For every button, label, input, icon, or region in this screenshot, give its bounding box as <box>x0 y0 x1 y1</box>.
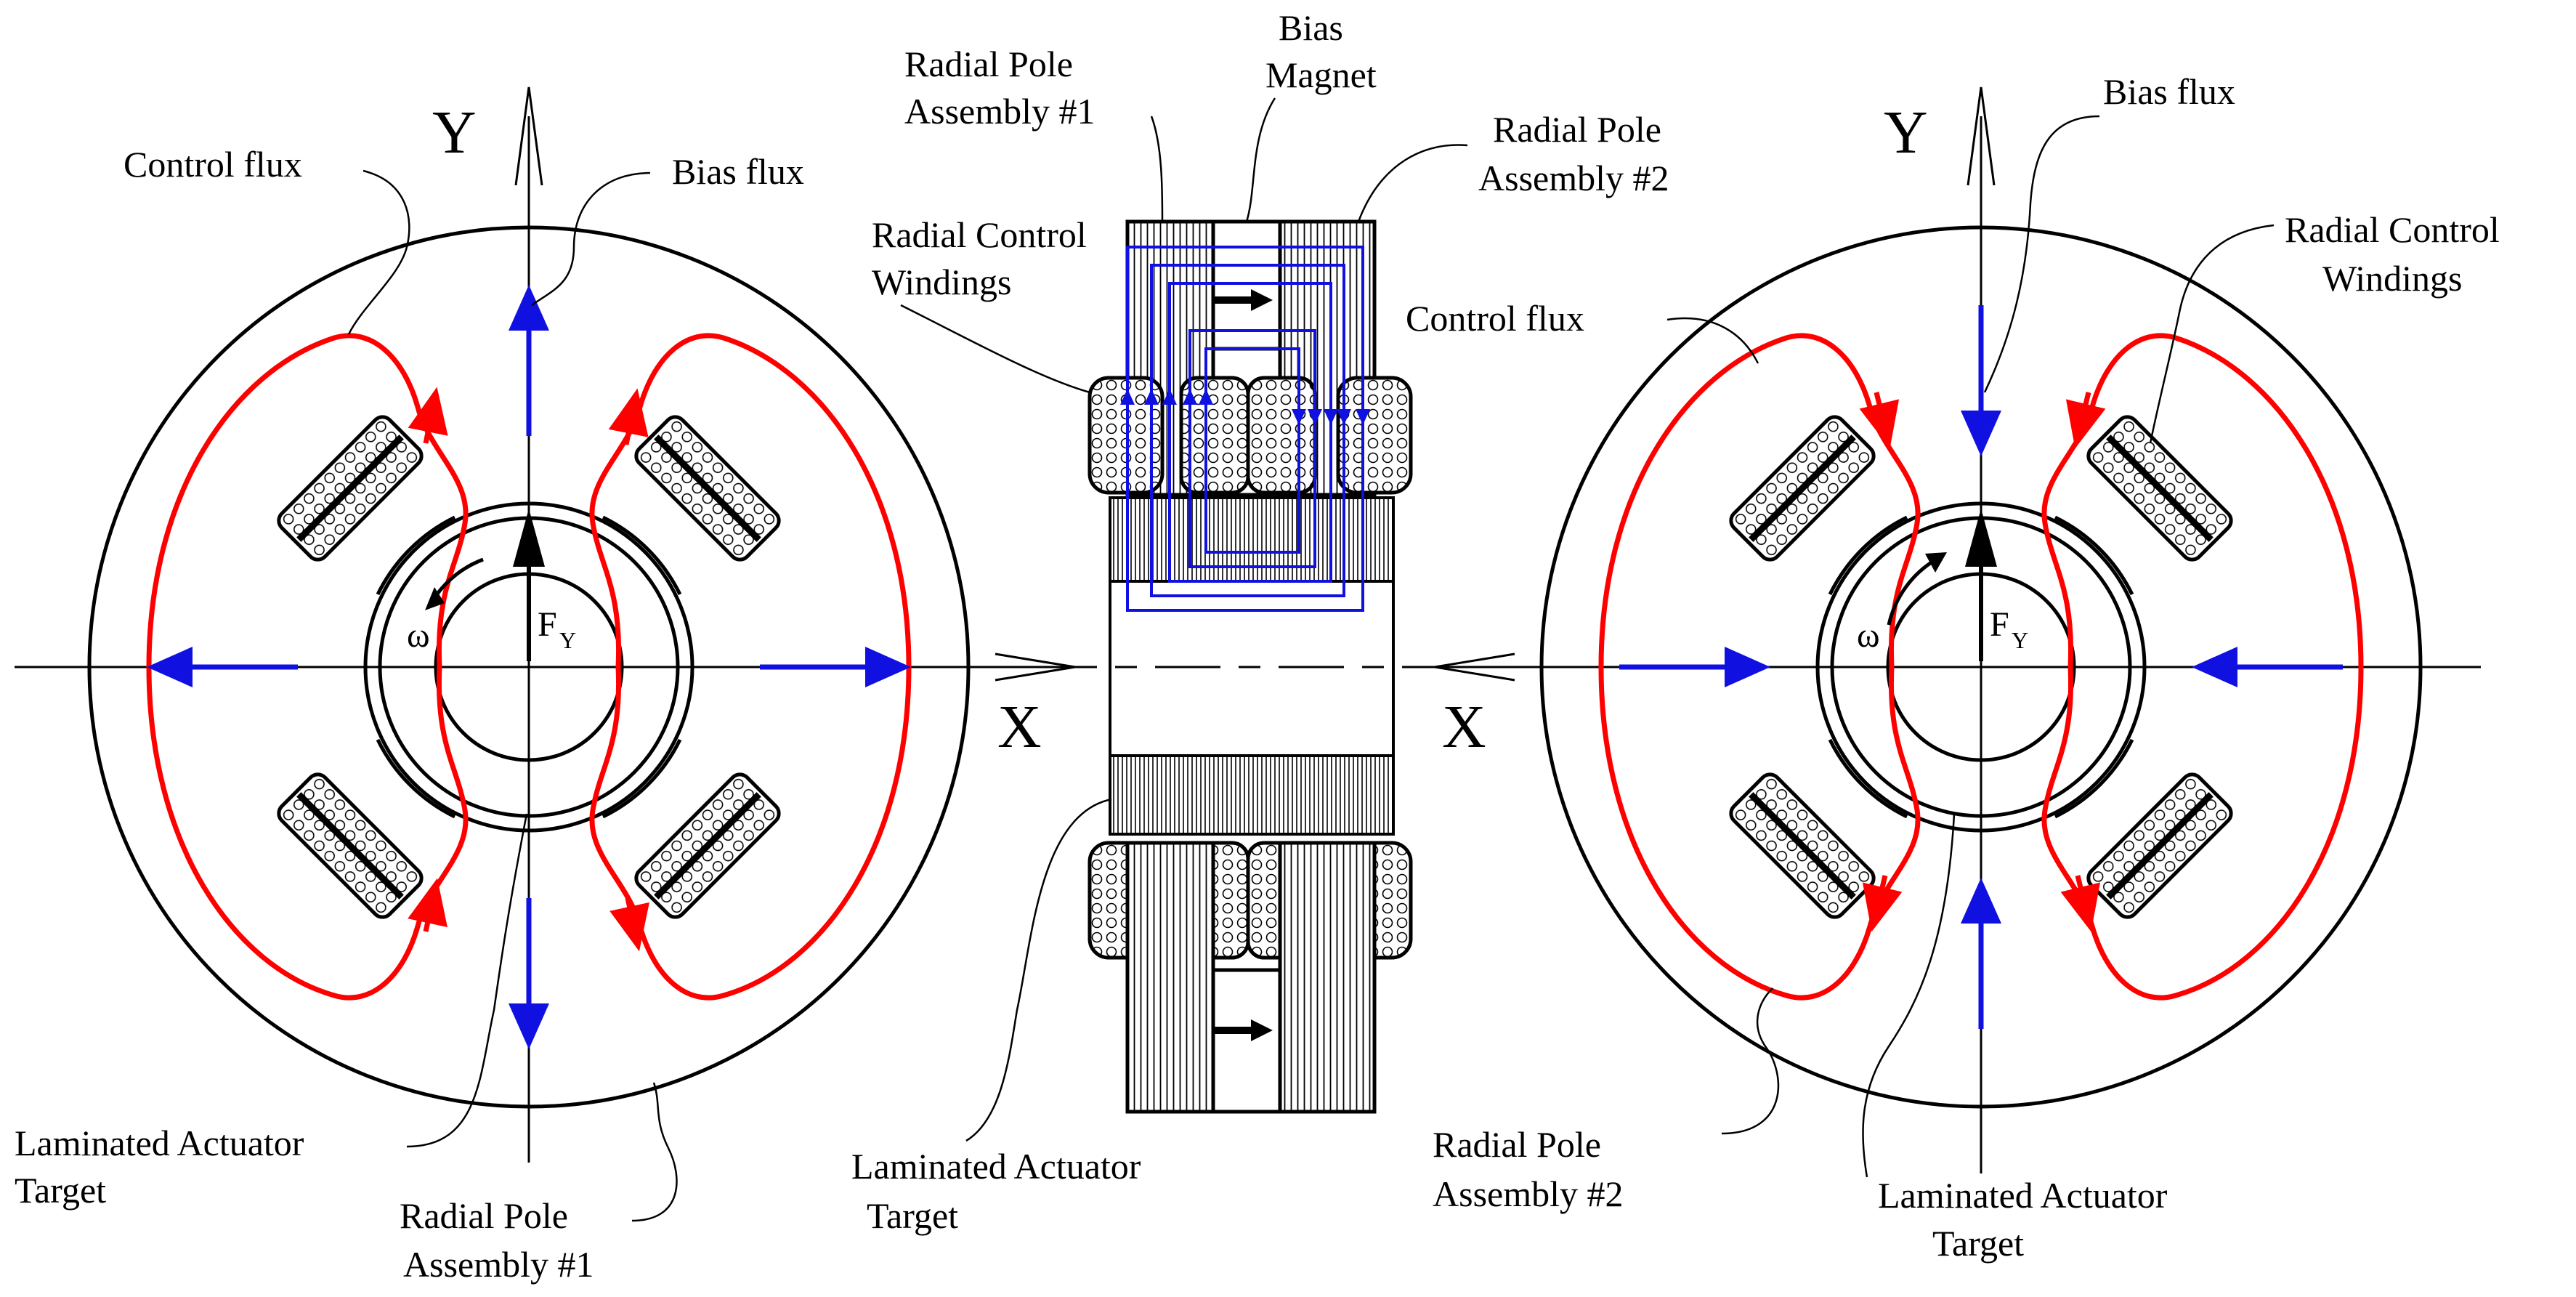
left-cross-section: Y X Control flux Bias flux ω F Y Laminat… <box>15 86 1076 1285</box>
right-force-arrowhead <box>1965 509 1997 567</box>
right-rotation-arrowhead <box>1925 552 1947 573</box>
center-bias-magnet-bottom <box>1211 968 1282 1114</box>
right-stator-outer <box>1539 225 2423 1109</box>
left-target-label-line1: Laminated Actuator <box>15 1123 304 1163</box>
right-control-arrow-ll <box>1862 875 1903 932</box>
left-control-flux-leader <box>347 169 410 335</box>
center-bias-magnet-label-line1: Bias <box>1279 7 1343 48</box>
right-pole-ring <box>1828 515 2134 819</box>
left-rotation-arrowhead <box>425 587 445 610</box>
right-force-label: F <box>1990 605 2009 644</box>
right-control-arrow-ur <box>2065 392 2106 449</box>
left-winding-ur <box>634 415 781 562</box>
right-winding-ur <box>2086 415 2233 562</box>
right-windings-leader <box>2149 224 2275 444</box>
right-rotation-arc <box>1887 557 1937 626</box>
right-x-axis-arrow <box>1434 652 1515 682</box>
right-force-subscript: Y <box>2012 627 2028 653</box>
right-windings-label-line1: Radial Control <box>2285 209 2500 250</box>
left-force-arrowhead <box>513 509 545 567</box>
right-control-flux-loop-right <box>2041 333 2364 1001</box>
left-y-axis-label: Y <box>432 99 477 166</box>
left-force-subscript: Y <box>559 627 576 653</box>
center-bias-flux-loops <box>1126 246 1364 612</box>
center-pole-1-label-line1: Radial Pole <box>904 44 1073 84</box>
left-control-arrow-lr <box>609 897 649 952</box>
right-y-axis-label: Y <box>1884 99 1928 166</box>
center-target-label-line1: Laminated Actuator <box>851 1146 1141 1187</box>
center-winding-top-right-inner <box>1246 376 1317 495</box>
right-y-axis-arrow <box>1967 86 1996 186</box>
left-target-leader <box>406 813 528 1148</box>
left-control-arrow-ll <box>408 878 447 932</box>
center-shaft <box>1109 580 1395 757</box>
left-winding-ul <box>277 415 424 562</box>
center-bias-flux-arrows-up <box>1120 389 1213 421</box>
center-bias-magnet-leader <box>1245 97 1276 222</box>
right-control-flux-leader <box>1666 317 1759 364</box>
right-winding-ll <box>1729 772 1876 919</box>
left-control-arrow-ul <box>408 387 448 444</box>
right-x-axis-label: X <box>1442 693 1486 761</box>
right-pole-label-line1: Radial Pole <box>1433 1124 1601 1165</box>
right-winding-lr <box>2086 772 2233 919</box>
center-pole-2-bottom <box>1278 841 1377 1114</box>
left-stator-outer <box>87 225 971 1109</box>
left-control-arrow-ur <box>608 388 649 445</box>
left-winding-lr <box>634 772 781 919</box>
center-target-label-line2: Target <box>867 1195 958 1236</box>
left-rotation-arc <box>434 557 484 597</box>
right-target-label-line2: Target <box>1932 1223 2024 1264</box>
right-control-flux-label: Control flux <box>1406 298 1584 339</box>
left-winding-ll <box>277 772 424 919</box>
right-windings-label-line2: Windings <box>2322 258 2462 299</box>
right-target-leader <box>1862 813 1956 1178</box>
right-omega-label: ω <box>1857 616 1880 655</box>
center-bias-magnet-label-line2: Magnet <box>1265 54 1377 95</box>
center-target-bottom <box>1109 754 1395 836</box>
right-control-arrow-lr <box>2060 875 2101 932</box>
left-pole-label-line1: Radial Pole <box>400 1195 568 1236</box>
left-pole-label-line2: Assembly #1 <box>403 1244 594 1285</box>
center-winding-top-right-outer <box>1336 376 1413 495</box>
center-pole-2-label-line2: Assembly #2 <box>1478 158 1669 198</box>
right-cross-section: Y X Bias flux Radial Control Windings Co… <box>1406 71 2500 1264</box>
center-pole-1-bottom <box>1125 841 1215 1114</box>
right-pole-label-line2: Assembly #2 <box>1433 1173 1624 1214</box>
left-control-flux-label: Control flux <box>123 144 302 185</box>
right-control-flux-loop-left <box>1598 333 1921 1001</box>
left-pole-ring <box>376 515 682 819</box>
center-pole-1-label-line2: Assembly #1 <box>904 91 1095 132</box>
center-pole-1-leader <box>1150 116 1164 222</box>
center-windings-label-line1: Radial Control <box>872 214 1087 255</box>
right-target-outer <box>1815 501 2147 833</box>
right-winding-ul <box>1729 415 1876 562</box>
center-pole-2-leader <box>1357 144 1468 222</box>
center-magnet-arrow-top-head <box>1251 289 1273 311</box>
center-target-leader <box>965 798 1112 1142</box>
left-bias-flux-label: Bias flux <box>672 151 804 192</box>
right-control-arrow-ul <box>1859 392 1900 449</box>
left-target-outer <box>363 501 694 833</box>
center-pole-2-label-line1: Radial Pole <box>1493 109 1661 150</box>
left-target-label-line2: Target <box>15 1170 106 1211</box>
right-bias-flux-label: Bias flux <box>2103 71 2235 112</box>
left-force-label: F <box>538 605 557 644</box>
left-omega-label: ω <box>407 616 430 655</box>
right-pole-leader <box>1721 987 1780 1135</box>
center-axial-section: Radial Pole Assembly #1 Bias Magnet Radi… <box>851 7 1669 1236</box>
center-magnet-arrow-bottom-head <box>1251 1019 1273 1041</box>
right-target-label-line1: Laminated Actuator <box>1878 1175 2168 1216</box>
left-y-axis-arrow <box>514 86 543 186</box>
left-pole-leader <box>631 1082 678 1222</box>
right-bias-flux-leader <box>1983 115 2100 393</box>
center-windings-label-line2: Windings <box>872 262 1011 302</box>
left-bias-flux-leader <box>531 171 651 307</box>
left-x-axis-label: X <box>997 693 1042 761</box>
center-windings-leader <box>900 304 1090 394</box>
center-bias-flux-arrows-down <box>1292 392 1370 425</box>
